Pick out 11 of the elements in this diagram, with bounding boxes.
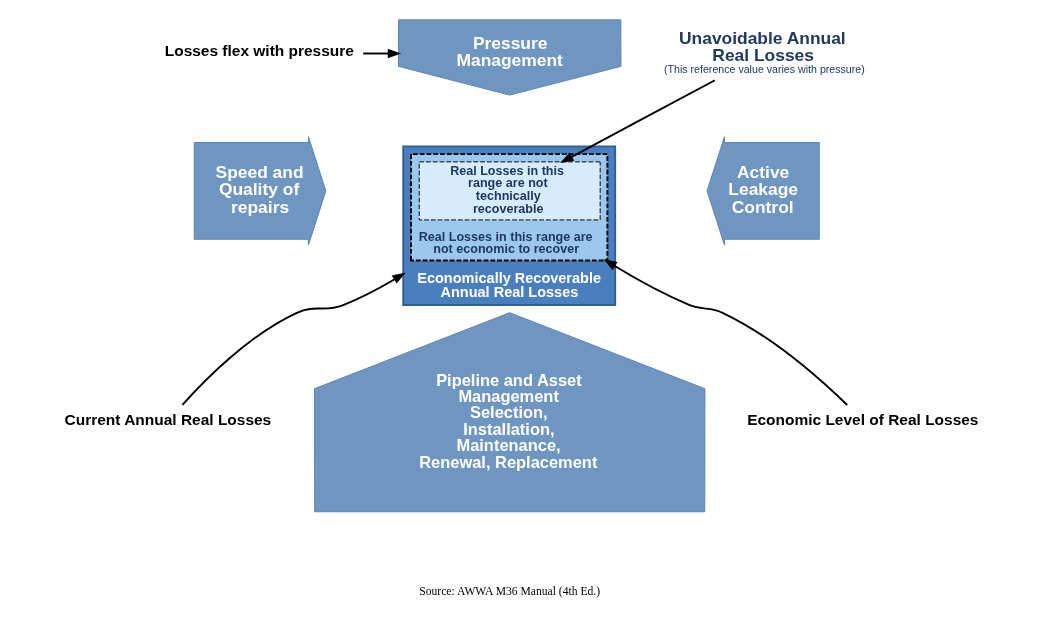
node-text: Current Annual Real Losses xyxy=(64,411,271,429)
arrow xyxy=(361,48,401,59)
arrow xyxy=(602,259,848,406)
arrow xyxy=(559,79,716,164)
node-box: Real Losses in this range are not technically recoverable xyxy=(418,161,601,221)
node-text: Unavoidable Annual Real Losses xyxy=(678,27,846,66)
node-label: (This reference value varies with pressure) xyxy=(663,63,865,76)
label: Source: AWWA M36 Manual (4th Ed.) xyxy=(418,584,600,598)
node-text: Losses flex with pressure xyxy=(164,42,354,60)
arrow xyxy=(180,272,406,406)
node-text: Economic Level of Real Losses xyxy=(746,411,978,429)
